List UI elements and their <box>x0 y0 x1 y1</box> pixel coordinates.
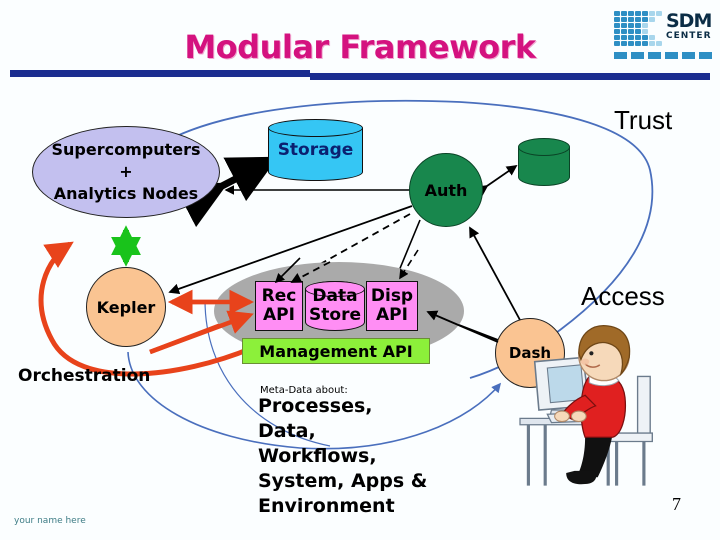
storage-cylinder[interactable]: Storage <box>268 119 363 181</box>
label-trust: Trust <box>614 105 673 135</box>
disp-api-box[interactable]: Disp API <box>366 281 418 331</box>
rec-api-box[interactable]: Rec API <box>255 281 303 331</box>
cylinder-top <box>518 138 570 156</box>
node-kepler[interactable]: Kepler <box>86 267 166 347</box>
data-store-label: Data Store <box>309 286 361 325</box>
page-title: Modular Framework <box>184 28 536 66</box>
node-kepler-label: Kepler <box>96 297 156 317</box>
storage-cylinder-label: Storage <box>277 140 354 160</box>
trust-store-cylinder[interactable] <box>518 138 570 186</box>
meta-data-list: Processes, Data, Workflows, System, Apps… <box>258 395 428 517</box>
rec-api-label: Rec API <box>261 286 297 325</box>
logo-dash-strip <box>614 52 712 59</box>
sdm-center-logo: SDM CENTER <box>614 8 712 64</box>
footer-name: your name here <box>14 516 86 526</box>
management-api-bar[interactable]: Management API <box>242 338 430 364</box>
supercomputers-storage-link <box>173 156 279 228</box>
node-supercomputers[interactable]: Supercomputers + Analytics Nodes <box>32 126 220 218</box>
logo-secondary-text: CENTER <box>666 31 712 41</box>
title-rule-right <box>310 73 710 80</box>
title-rule-left <box>10 70 310 77</box>
disp-api-label: Disp API <box>370 286 414 325</box>
label-access: Access <box>581 281 665 311</box>
node-auth-label: Auth <box>424 180 468 200</box>
management-api-label: Management API <box>259 341 413 361</box>
page-number: 7 <box>672 494 681 514</box>
node-dash[interactable]: Dash <box>495 318 565 388</box>
logo-primary-text: SDM <box>666 10 712 32</box>
dash-auth-link <box>469 226 530 331</box>
auth-truststore-link <box>476 164 518 196</box>
label-orchestration: Orchestration <box>18 366 151 386</box>
node-auth[interactable]: Auth <box>409 153 483 227</box>
logo-grid-icon <box>614 11 666 47</box>
data-store-cylinder[interactable]: Data Store <box>305 281 365 331</box>
node-dash-label: Dash <box>508 344 552 362</box>
logo-text: SDM CENTER <box>666 12 712 42</box>
node-supercomputers-label: Supercomputers + Analytics Nodes <box>51 140 201 203</box>
